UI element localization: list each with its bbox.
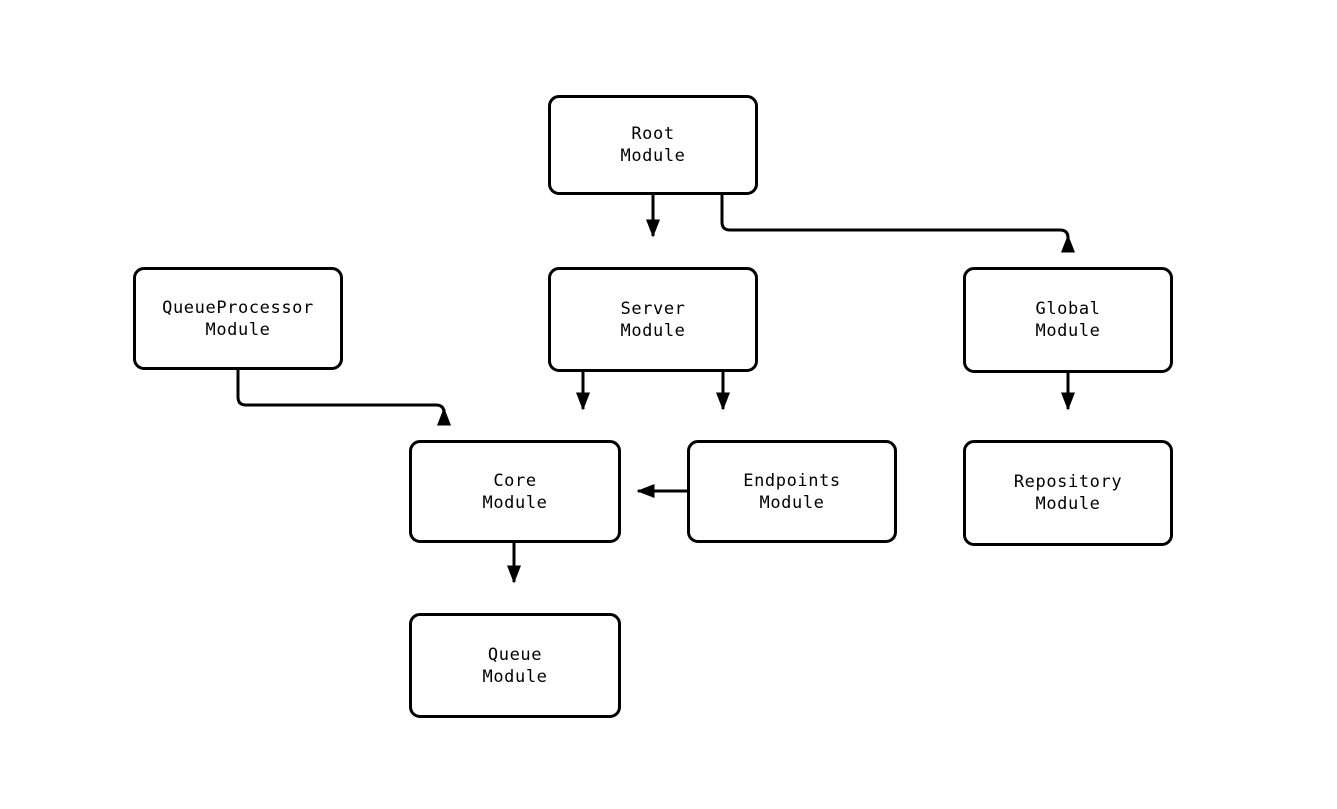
- node-core-line2: Module: [482, 492, 548, 513]
- node-endpoints-line2: Module: [759, 492, 825, 513]
- node-server[interactable]: Server Module: [548, 267, 758, 372]
- node-server-line2: Module: [620, 320, 686, 341]
- node-global-line2: Module: [1035, 321, 1101, 341]
- edge-queueprocessor-core: [236, 370, 451, 426]
- node-repository-line1: Repository: [1013, 472, 1123, 492]
- node-root[interactable]: Root Module: [548, 95, 758, 195]
- node-queue[interactable]: Queue Module: [409, 613, 621, 718]
- node-root-line1: Root: [631, 124, 675, 144]
- edge-root-global: [720, 195, 1075, 253]
- node-global[interactable]: Global Module: [963, 267, 1173, 373]
- node-queue-line1: Queue: [487, 644, 543, 665]
- node-queueprocessor-line1: QueueProcessor: [162, 297, 314, 318]
- node-endpoints[interactable]: Endpoints Module: [687, 440, 897, 543]
- node-queueprocessor[interactable]: QueueProcessor Module: [133, 267, 343, 370]
- node-global-line1: Global: [1035, 299, 1101, 319]
- node-core-line1: Core: [493, 470, 537, 491]
- node-root-line2: Module: [620, 146, 686, 166]
- node-endpoints-line1: Endpoints: [743, 470, 841, 491]
- node-repository-line2: Module: [1035, 494, 1101, 514]
- node-queue-line2: Module: [482, 666, 548, 687]
- node-repository[interactable]: Repository Module: [963, 440, 1173, 546]
- node-core[interactable]: Core Module: [409, 440, 621, 543]
- node-server-line1: Server: [620, 298, 686, 319]
- node-queueprocessor-line2: Module: [205, 319, 271, 340]
